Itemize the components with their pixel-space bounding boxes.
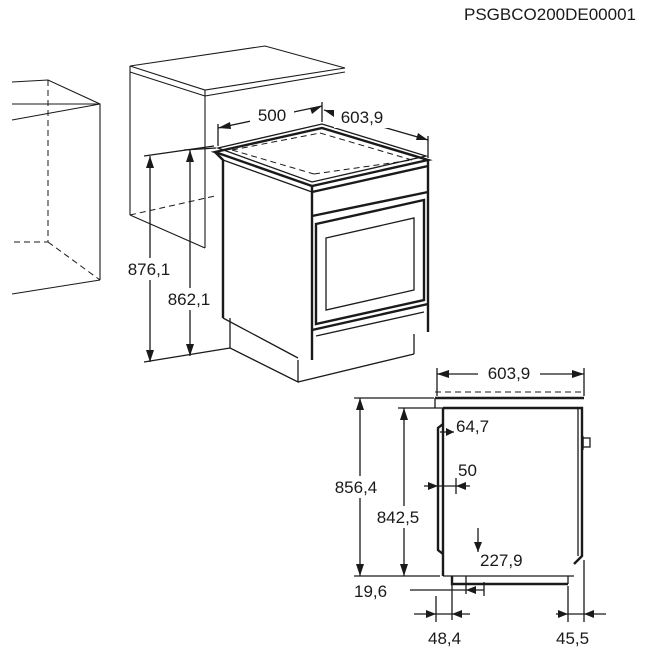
label-depth: 500: [258, 106, 286, 125]
label-width: 603,9: [341, 108, 384, 127]
label-handle-offset: 50: [458, 461, 477, 480]
dimension-height-overall: 876,1: [120, 145, 231, 363]
dimension-side-width: 603,9: [436, 362, 585, 396]
cooker-body: [210, 123, 433, 384]
left-cabinet: [11, 79, 101, 295]
right-cabinet: [129, 45, 346, 249]
dimension-side-height-body: 842,5: [368, 407, 436, 576]
dimension-plinth-setback: 48,4: [414, 596, 470, 648]
label-height-body: 862,1: [168, 290, 211, 309]
dimension-handle-depth: 64,7: [440, 417, 489, 436]
label-rear-offset: 45,5: [556, 629, 589, 648]
label-plinth-setback: 48,4: [428, 629, 461, 648]
dimension-side-height-overall: 856,4: [326, 397, 440, 577]
label-handle-bottom: 227,9: [480, 551, 523, 570]
label-height-overall: 876,1: [128, 260, 171, 279]
label-plinth-height: 19,6: [354, 582, 387, 601]
dimension-depth: 500: [217, 102, 323, 146]
document-code: PSGBCO200DE00001: [464, 5, 636, 24]
perspective-view: 500 603,9 876,1 862,1: [11, 45, 433, 384]
dimension-height-body: 862,1: [160, 147, 218, 356]
dimension-plinth-height: 19,6: [354, 582, 485, 601]
side-outline: [434, 391, 591, 620]
label-side-height-body: 842,5: [377, 508, 420, 527]
dimension-handle-bottom: 227,9: [474, 528, 523, 570]
dimension-handle-offset: 50: [424, 461, 477, 494]
label-handle-depth: 64,7: [456, 417, 489, 436]
dimension-rear-offset: 45,5: [556, 560, 606, 648]
side-view: 603,9 64,7 50 856,4: [326, 362, 606, 648]
dimension-width: 603,9: [323, 106, 429, 158]
label-side-height-overall: 856,4: [335, 478, 378, 497]
label-side-width: 603,9: [488, 364, 531, 383]
